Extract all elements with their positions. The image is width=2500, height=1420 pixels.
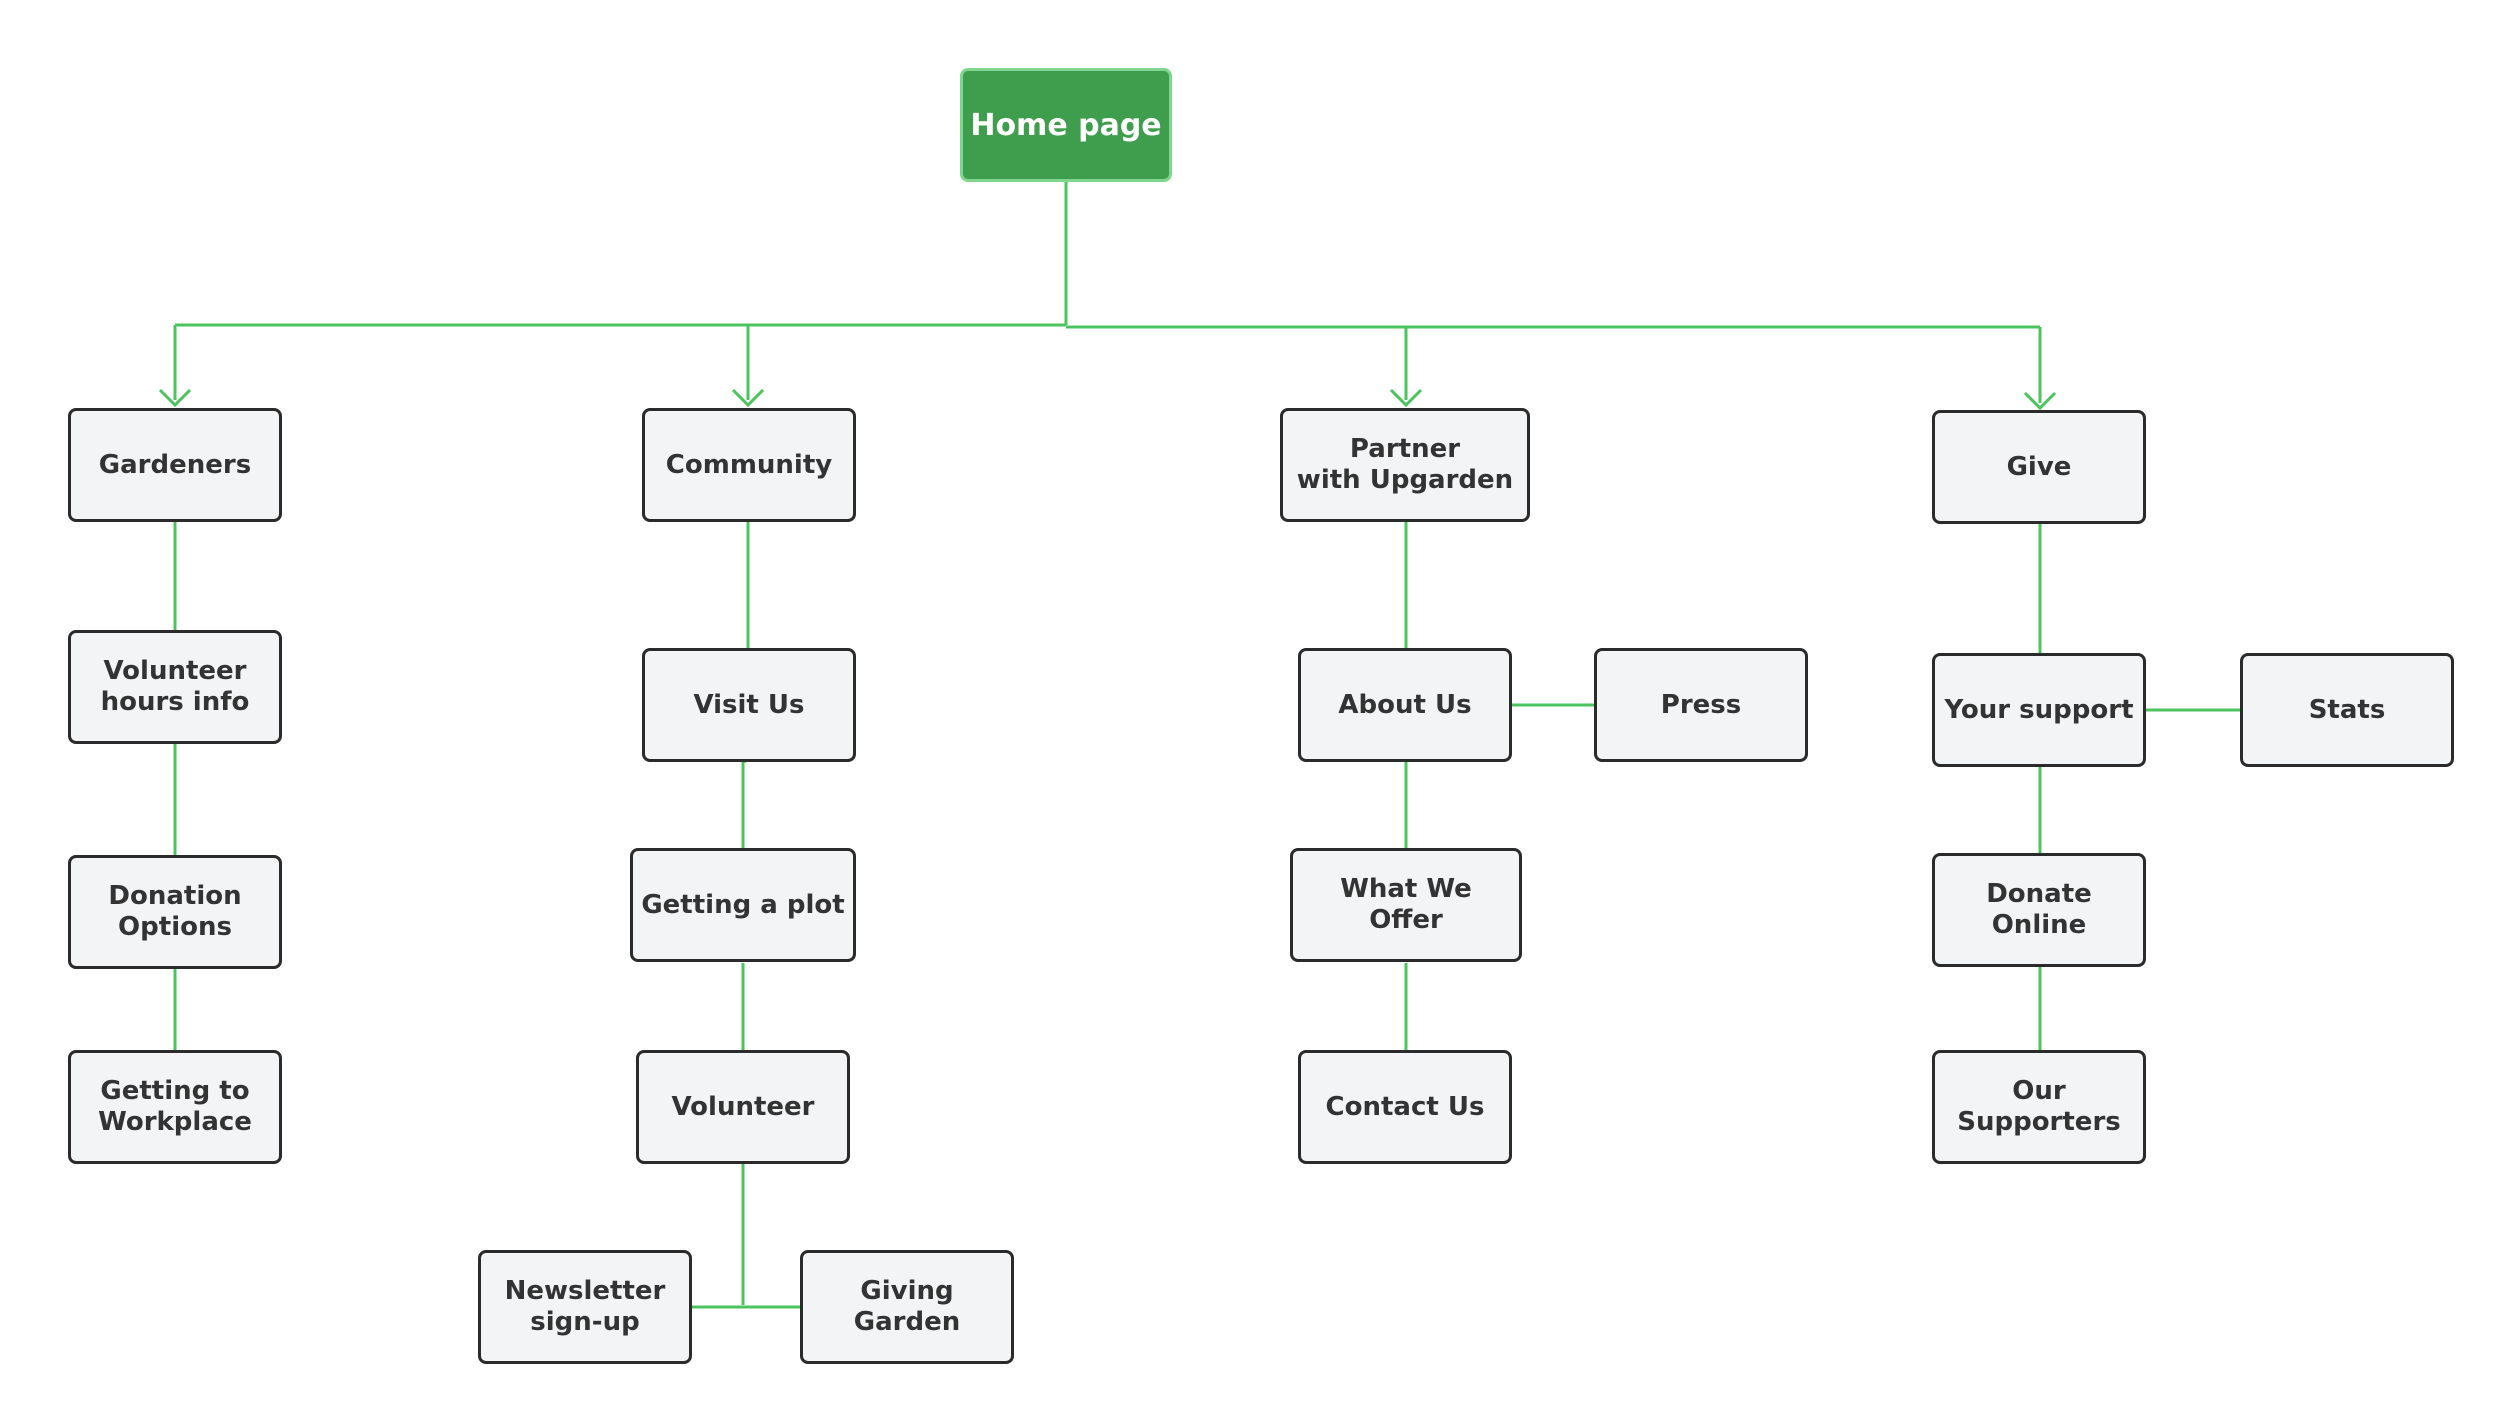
node-visit-us[interactable]: Visit Us bbox=[642, 648, 856, 762]
node-give[interactable]: Give bbox=[1932, 410, 2146, 524]
node-gardeners[interactable]: Gardeners bbox=[68, 408, 282, 522]
node-volunteer[interactable]: Volunteer bbox=[636, 1050, 850, 1164]
node-contact-us[interactable]: Contact Us bbox=[1298, 1050, 1512, 1164]
arrow-community-icon bbox=[731, 388, 765, 408]
arrow-gardeners-icon bbox=[158, 388, 192, 408]
node-donation-options[interactable]: Donation Options bbox=[68, 855, 282, 969]
node-partner-with-upgarden[interactable]: Partner with Upgarden bbox=[1280, 408, 1530, 522]
node-giving-garden[interactable]: Giving Garden bbox=[800, 1250, 1014, 1364]
node-your-support[interactable]: Your support bbox=[1932, 653, 2146, 767]
node-what-we-offer[interactable]: What We Offer bbox=[1290, 848, 1522, 962]
node-home-page[interactable]: Home page bbox=[960, 68, 1172, 182]
node-about-us[interactable]: About Us bbox=[1298, 648, 1512, 762]
node-our-supporters[interactable]: Our Supporters bbox=[1932, 1050, 2146, 1164]
node-community[interactable]: Community bbox=[642, 408, 856, 522]
node-newsletter-sign-up[interactable]: Newsletter sign-up bbox=[478, 1250, 692, 1364]
node-volunteer-hours-info[interactable]: Volunteer hours info bbox=[68, 630, 282, 744]
node-stats[interactable]: Stats bbox=[2240, 653, 2454, 767]
node-getting-a-plot[interactable]: Getting a plot bbox=[630, 848, 856, 962]
node-donate-online[interactable]: Donate Online bbox=[1932, 853, 2146, 967]
connector-visit-us-getting-plot bbox=[741, 758, 749, 848]
arrow-give-icon bbox=[2023, 391, 2057, 411]
arrow-partner-icon bbox=[1389, 388, 1423, 408]
node-getting-to-workplace[interactable]: Getting to Workplace bbox=[68, 1050, 282, 1164]
node-press[interactable]: Press bbox=[1594, 648, 1808, 762]
